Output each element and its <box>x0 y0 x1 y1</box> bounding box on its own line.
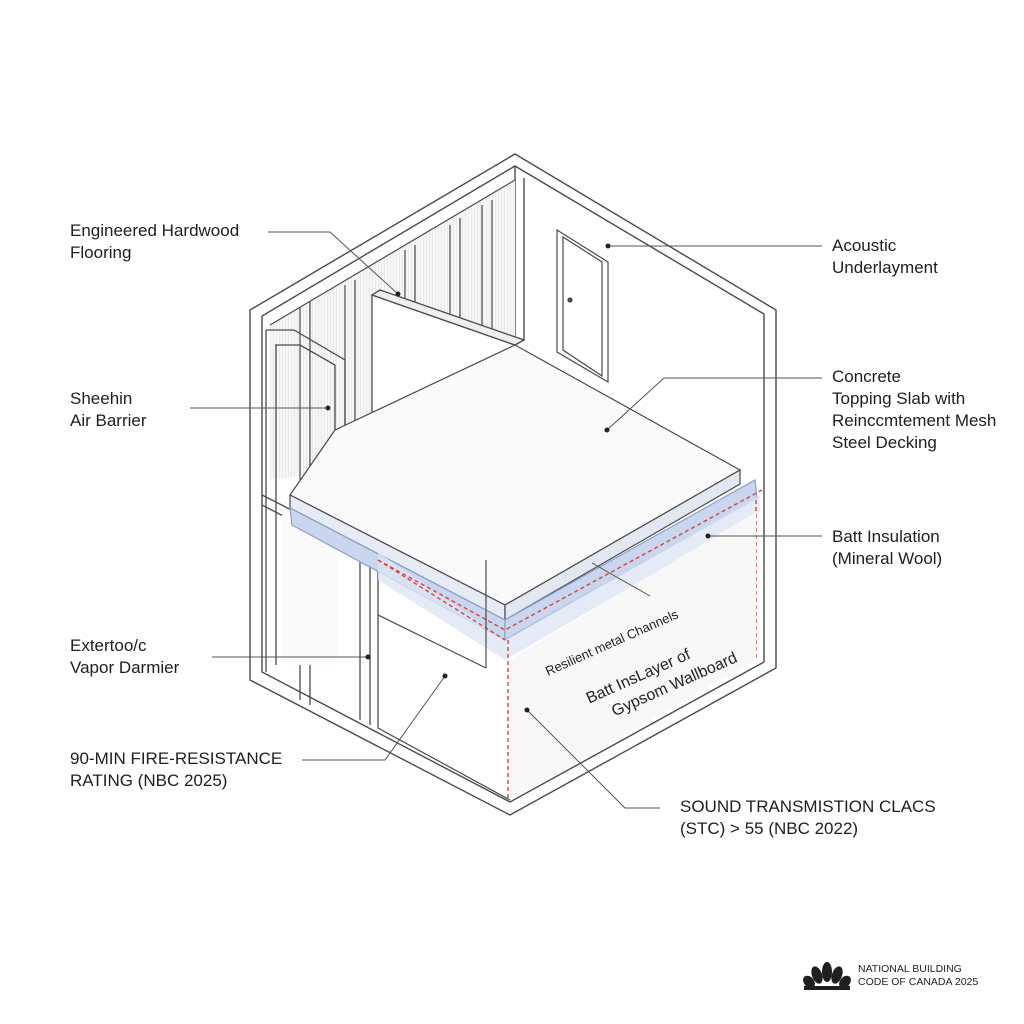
footer-text: NATIONAL BUILDING CODE OF CANADA 2025 <box>858 963 979 988</box>
footer-badge: NATIONAL BUILDING CODE OF CANADA 2025 <box>802 962 978 990</box>
leader-lines <box>190 231 822 809</box>
floor-slab <box>289 344 760 660</box>
door <box>556 228 609 384</box>
lower-room <box>377 512 756 801</box>
label-sheathing: Sheehin Air Barrier <box>70 389 147 430</box>
peacock-logo-icon <box>803 962 851 990</box>
label-concrete: Concrete Topping Slab with Reinccmtement… <box>832 367 997 452</box>
leader-dots <box>325 243 711 713</box>
label-flooring: Engineered Hardwood Flooring <box>70 221 240 262</box>
label-sound-transmission: SOUND TRANSMISTION CLACS (STC) > 55 (NBC… <box>680 797 936 838</box>
label-exterior-vapor: Extertoo/c Vapor Darmier <box>70 636 180 677</box>
label-batt-insulation: Batt Insulation (Mineral Wool) <box>832 527 943 568</box>
label-fire-rating: 90-MIN FIRE-RESISTANCE RATING (NBC 2025) <box>70 749 283 790</box>
label-acoustic: Acoustic Underlayment <box>832 236 938 277</box>
